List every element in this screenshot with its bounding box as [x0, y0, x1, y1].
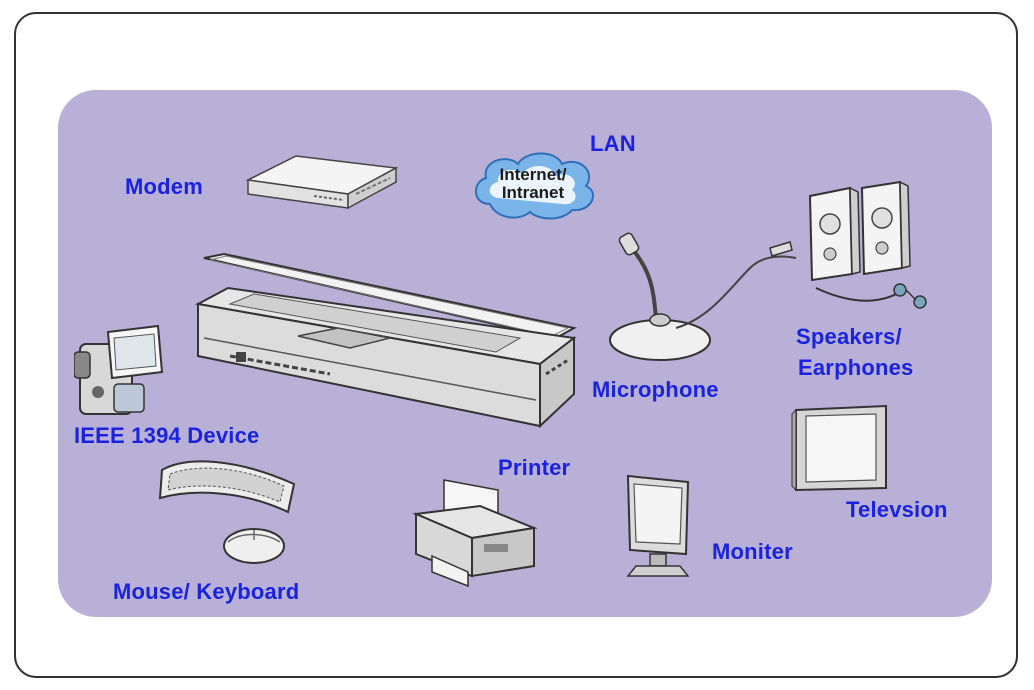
label-printer: Printer [498, 455, 571, 480]
cloud-line-intranet: Intranet [501, 183, 565, 202]
label-ieee-1394-device: IEEE 1394 Device [74, 423, 260, 448]
label-earphones: Earphones [798, 355, 914, 380]
label-speakers: Speakers/ [796, 324, 902, 349]
printer-icon [412, 479, 538, 588]
mouse-icon [223, 528, 285, 564]
camcorder-icon [74, 324, 164, 415]
microphone-icon [609, 232, 797, 361]
laptop-icon [194, 252, 577, 429]
speakers-icon [808, 180, 927, 309]
modem-icon [245, 155, 399, 210]
internet-cloud-icon [475, 152, 594, 220]
keyboard-icon [158, 460, 296, 514]
monitor-icon [626, 474, 690, 577]
label-microphone: Microphone [592, 377, 719, 402]
cloud-label: Internet/ Intranet [488, 166, 578, 202]
label-lan: LAN [590, 131, 636, 156]
television-icon [791, 404, 887, 492]
label-television: Televsion [846, 497, 948, 522]
label-modem: Modem [125, 174, 203, 199]
label-monitor: Moniter [712, 539, 793, 564]
cloud-line-internet: Internet/ [499, 165, 567, 184]
label-mouse-keyboard: Mouse/ Keyboard [113, 579, 300, 604]
